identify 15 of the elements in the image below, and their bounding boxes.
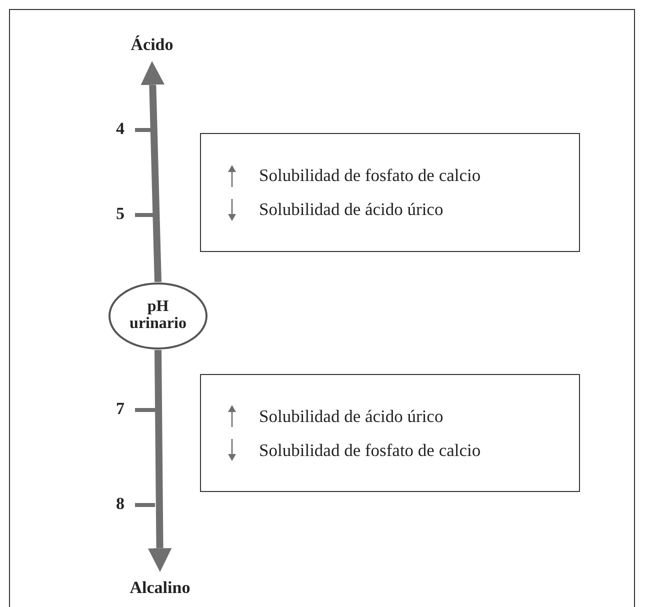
- info-text: Solubilidad de ácido úrico: [259, 199, 444, 220]
- info-box: [200, 374, 580, 492]
- info-text: Solubilidad de fosfato de calcio: [259, 165, 481, 186]
- tick-label: 5: [116, 204, 124, 224]
- tick-label: 8: [116, 494, 124, 514]
- info-box: [200, 133, 580, 252]
- node-label: pH urinario: [128, 299, 188, 333]
- arrow: [140, 61, 165, 282]
- info-text: Solubilidad de fosfato de calcio: [259, 440, 481, 460]
- scale-end-label: Ácido: [115, 33, 189, 57]
- scale-end-label: Alcalino: [115, 576, 205, 600]
- tick-label: 4: [116, 119, 124, 139]
- info-text: Solubilidad de ácido úrico: [259, 406, 444, 426]
- tick-label: 7: [116, 399, 124, 419]
- arrow: [148, 350, 172, 572]
